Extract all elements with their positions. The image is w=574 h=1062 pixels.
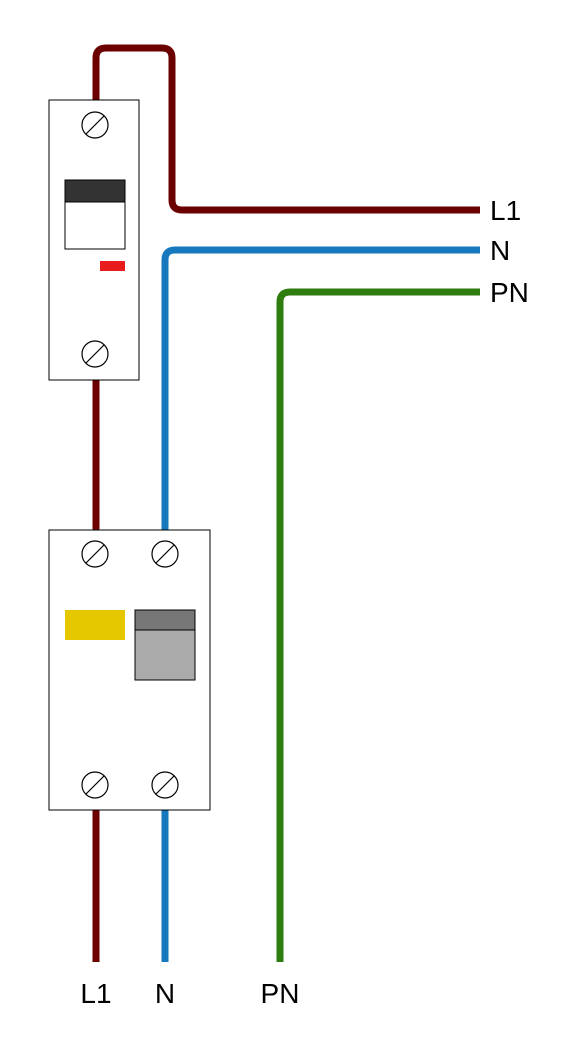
rcd-test-button[interactable] (65, 610, 125, 640)
circuit-breaker (48, 99, 140, 381)
wire-pn-earth (276, 288, 480, 962)
screw-icon (81, 340, 109, 368)
output-label-pn: PN (490, 277, 529, 308)
output-label-n: N (490, 235, 510, 266)
screw-icon (81, 540, 109, 568)
screw-icon (151, 771, 179, 799)
breaker-toggle-cap[interactable] (64, 179, 126, 203)
screw-icon (81, 771, 109, 799)
rcd-toggle-cap[interactable] (134, 609, 196, 631)
input-label-n: N (155, 978, 175, 1009)
input-label-l1: L1 (80, 978, 111, 1009)
input-label-pn: PN (261, 978, 300, 1009)
screw-icon (81, 111, 109, 139)
breaker-trip-indicator (100, 261, 125, 271)
residual-current-device (48, 529, 211, 811)
output-label-l1: L1 (490, 195, 521, 226)
wire-l1-output (92, 44, 480, 214)
wire-n-output (161, 246, 480, 530)
breaker-toggle-body[interactable] (64, 201, 126, 250)
rcd-toggle-body[interactable] (134, 629, 196, 681)
screw-icon (151, 540, 179, 568)
